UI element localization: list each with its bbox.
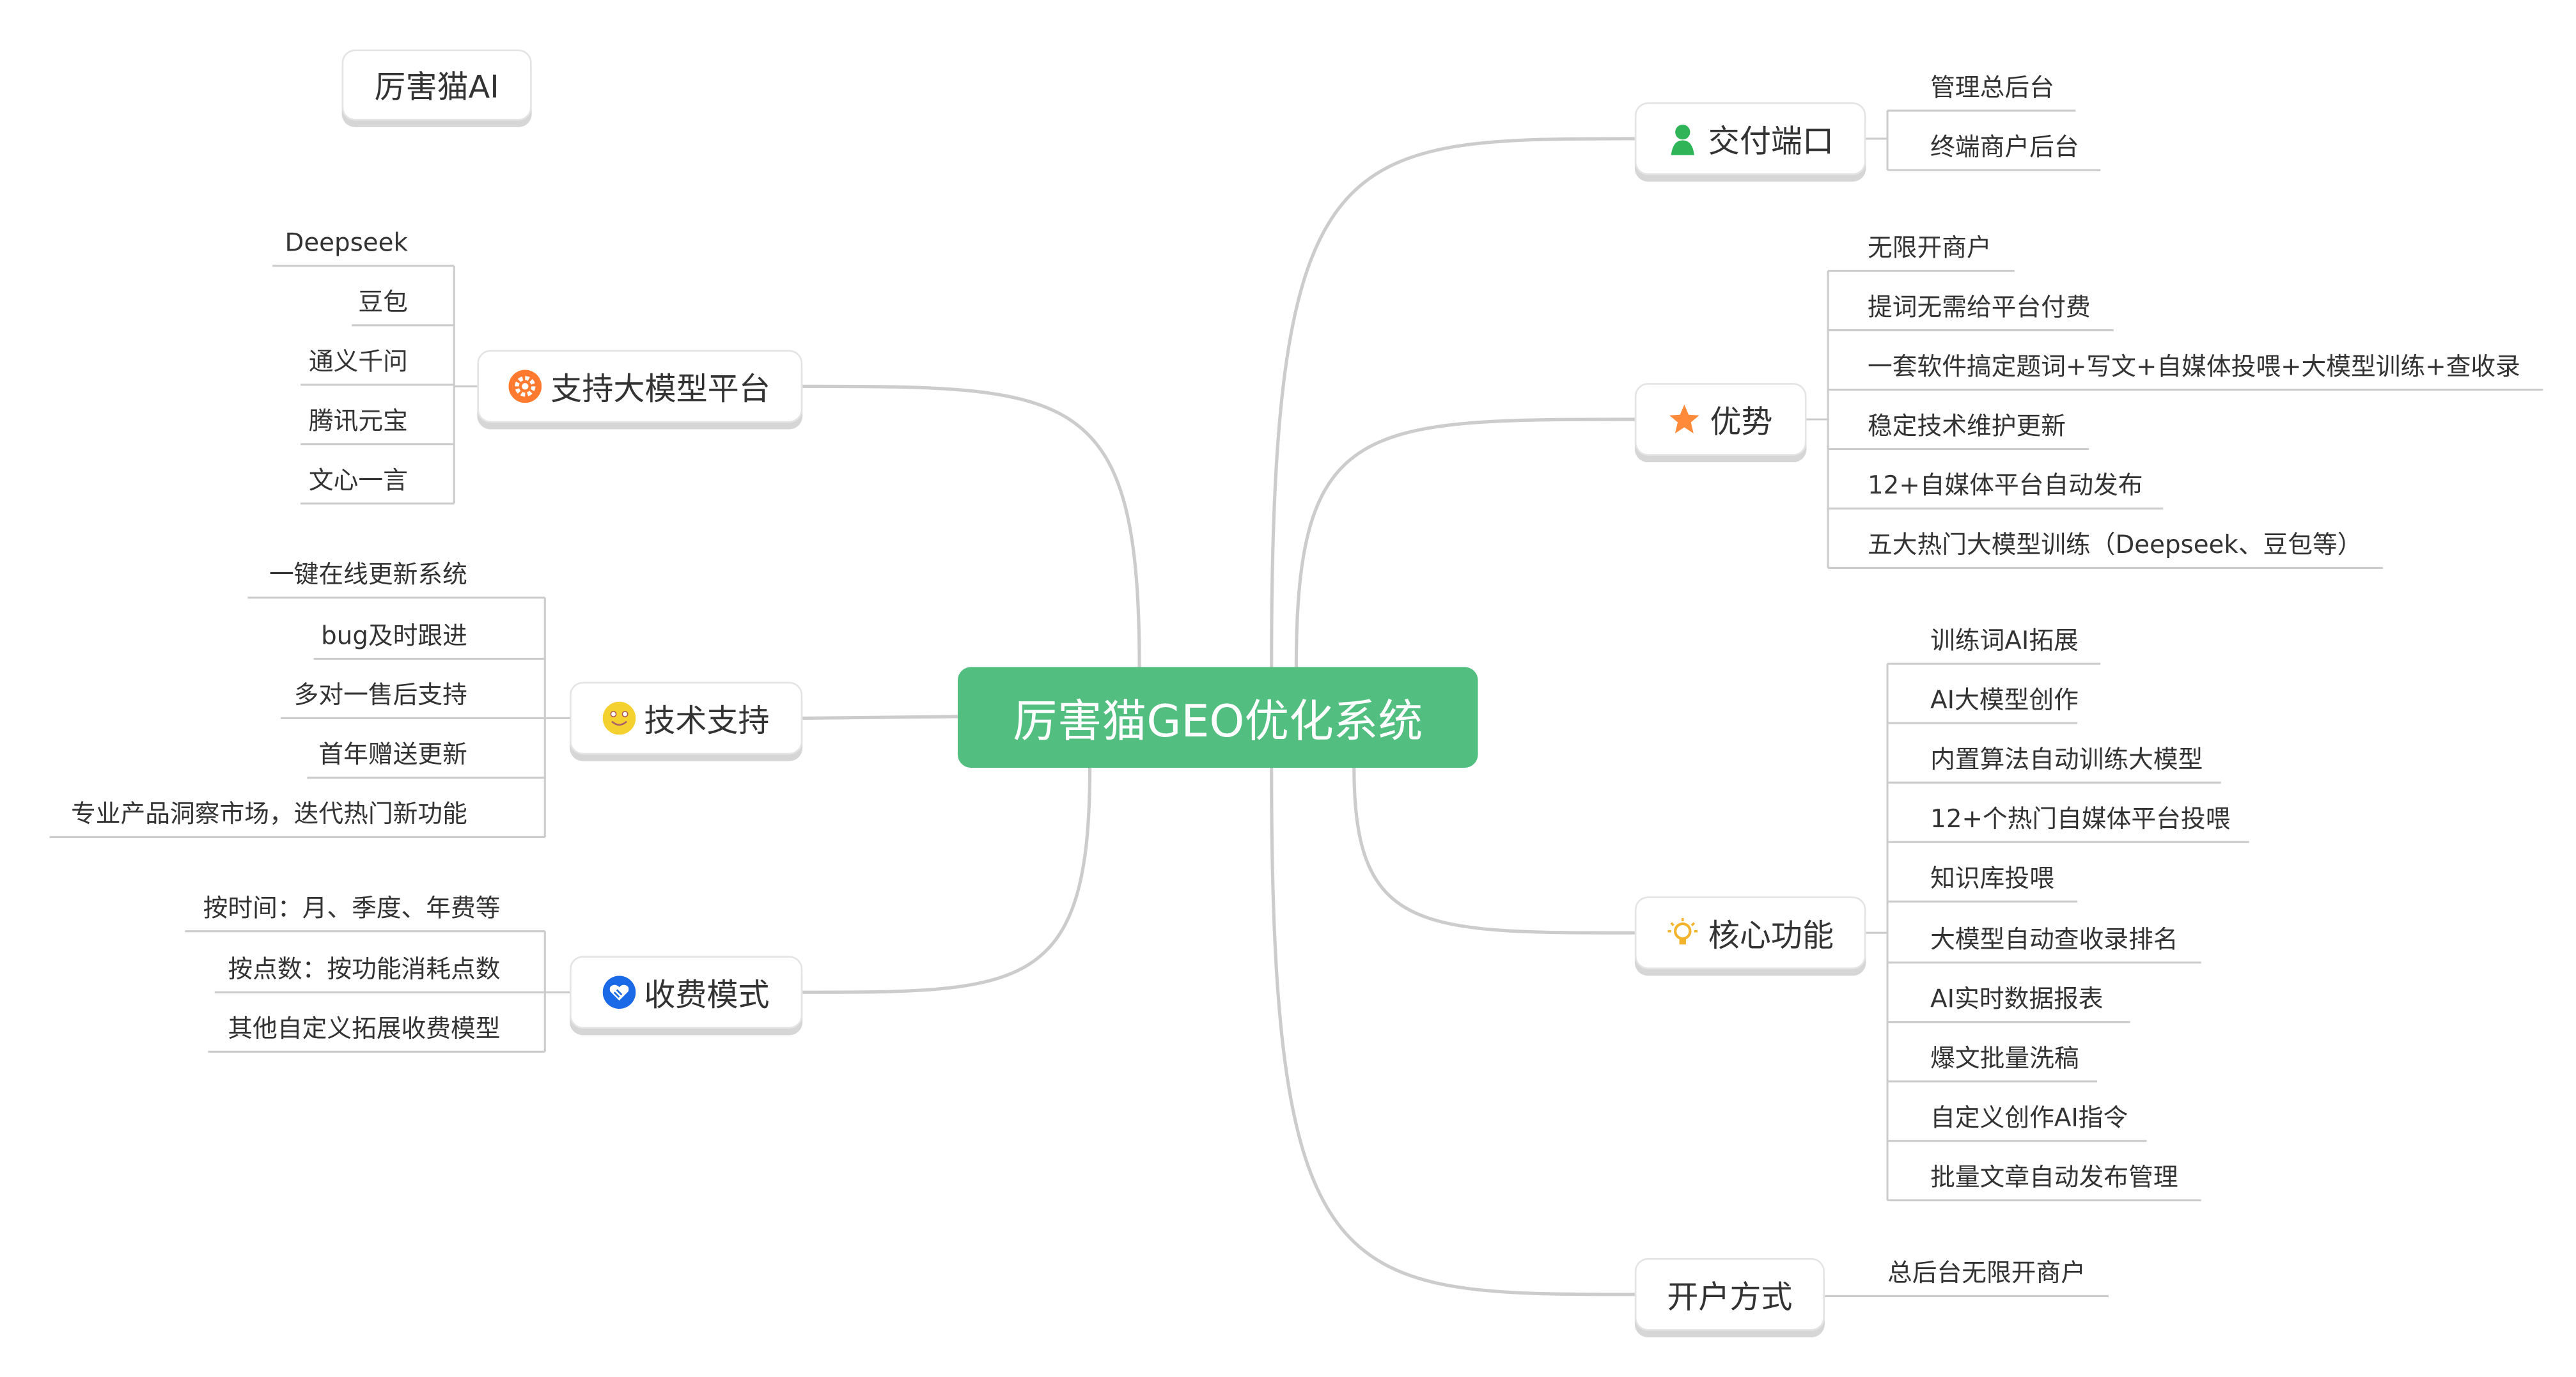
- leaf-topic[interactable]: 专业产品洞察市场，迭代热门新功能: [71, 799, 467, 829]
- leaf-topic[interactable]: 一键在线更新系统: [269, 559, 467, 590]
- coin-icon: [602, 976, 636, 1009]
- leaf-topic[interactable]: 大模型自动查收录排名: [1930, 924, 2178, 954]
- leaf-topic[interactable]: 按点数：按功能消耗点数: [228, 954, 501, 984]
- leaf-topic[interactable]: 其他自定义拓展收费模型: [228, 1013, 501, 1044]
- topic-models[interactable]: 支持大模型平台: [477, 350, 803, 423]
- branch-curve-pricing: [802, 767, 1092, 994]
- leaf-topic[interactable]: 管理总后台: [1930, 72, 2054, 103]
- leaf-topic[interactable]: AI大模型创作: [1930, 685, 2079, 715]
- topic-label: 核心功能: [1708, 917, 1834, 954]
- branch-curve-account: [1270, 767, 1635, 1296]
- leaf-topic[interactable]: AI实时数据报表: [1930, 984, 2104, 1014]
- leaf-topic[interactable]: bug及时跟进: [321, 621, 467, 651]
- central-topic[interactable]: 厉害猫GEO优化系统: [957, 667, 1478, 768]
- leaf-topic[interactable]: 自定义创作AI指令: [1930, 1103, 2128, 1133]
- leaf-topic[interactable]: 按时间：月、季度、年费等: [203, 893, 501, 923]
- leaf-topic[interactable]: 提词无需给平台付费: [1868, 292, 2091, 322]
- leaf-topic[interactable]: 五大热门大模型训练（Deepseek、豆包等）: [1868, 530, 2362, 560]
- topic-support[interactable]: 技术支持: [570, 681, 803, 755]
- leaf-topic[interactable]: 稳定技术维护更新: [1868, 411, 2066, 441]
- branch-curve-core: [1352, 767, 1635, 935]
- topic-label: 交付端口: [1708, 123, 1834, 160]
- leaf-topic[interactable]: 总后台无限开商户: [1887, 1258, 2086, 1288]
- branch-curve-advantages: [1294, 417, 1635, 667]
- smile-icon: [602, 701, 636, 735]
- star-icon: [1669, 403, 1702, 436]
- leaf-topic[interactable]: 内置算法自动训练大模型: [1930, 744, 2203, 775]
- leaf-topic[interactable]: Deepseek: [285, 228, 408, 258]
- leaf-topic[interactable]: 豆包: [358, 287, 408, 317]
- person-icon: [1667, 122, 1700, 155]
- leaf-topic[interactable]: 腾讯元宝: [308, 406, 408, 436]
- leaf-topic[interactable]: 批量文章自动发布管理: [1930, 1162, 2178, 1192]
- leaf-topic[interactable]: 通义千问: [308, 346, 408, 377]
- floating-topic-label: 厉害猫AI: [374, 69, 499, 106]
- leaf-topic[interactable]: 文心一言: [308, 465, 408, 495]
- gear-icon: [509, 370, 543, 403]
- leaf-topic[interactable]: 终端商户后台: [1930, 132, 2079, 162]
- leaf-topic[interactable]: 首年赠送更新: [318, 740, 467, 770]
- leaf-topic[interactable]: 12+个热门自媒体平台投喂: [1930, 804, 2231, 834]
- branch-curve-models: [802, 384, 1141, 667]
- leaf-topic[interactable]: 一套软件搞定题词+写文+自媒体投喂+大模型训练+查收录: [1868, 352, 2520, 382]
- leaf-topic[interactable]: 无限开商户: [1868, 233, 1992, 263]
- floating-topic[interactable]: 厉害猫AI: [341, 49, 532, 121]
- leaf-topic[interactable]: 训练词AI拓展: [1930, 625, 2079, 656]
- topic-label: 优势: [1710, 403, 1773, 440]
- topic-label: 收费模式: [644, 976, 770, 1013]
- topic-advantages[interactable]: 优势: [1634, 383, 1807, 456]
- topic-core[interactable]: 核心功能: [1634, 896, 1866, 970]
- topic-pricing[interactable]: 收费模式: [570, 956, 803, 1029]
- leaf-topic[interactable]: 12+自媒体平台自动发布: [1868, 471, 2143, 501]
- topic-label: 技术支持: [644, 702, 770, 739]
- leaf-topic[interactable]: 多对一售后支持: [293, 680, 467, 710]
- branch-curve-support: [802, 715, 958, 720]
- topic-delivery[interactable]: 交付端口: [1634, 102, 1866, 175]
- leaf-topic[interactable]: 爆文批量洗稿: [1930, 1043, 2079, 1073]
- bulb-icon: [1667, 916, 1700, 949]
- branch-curve-delivery: [1270, 137, 1635, 667]
- topic-label: 支持大模型平台: [550, 370, 770, 407]
- central-topic-label: 厉害猫GEO优化系统: [1013, 696, 1423, 748]
- topic-account[interactable]: 开户方式: [1634, 1258, 1825, 1331]
- leaf-topic[interactable]: 知识库投喂: [1930, 863, 2054, 894]
- topic-label: 开户方式: [1667, 1279, 1793, 1316]
